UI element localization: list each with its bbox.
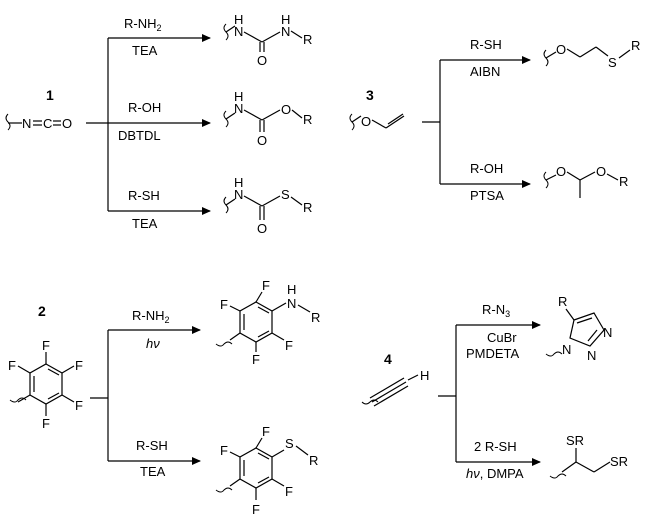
squiggle-bond-icon — [215, 487, 233, 493]
svg-text:F: F — [220, 443, 228, 458]
svg-text:N: N — [603, 325, 612, 340]
reagent-r-oh-3: R-OH — [470, 161, 503, 176]
product-aryl-amine: F F H N R F F — [215, 278, 320, 367]
svg-text:N: N — [234, 101, 243, 116]
svg-text:SR: SR — [610, 454, 628, 469]
svg-text:F: F — [285, 484, 293, 499]
reagent-r-n3: R-N3 — [482, 302, 510, 319]
scheme-3: 3 O R-SH AIBN R-OH PTSA O S R O — [349, 37, 640, 203]
svg-text:R: R — [303, 32, 312, 47]
condition-ptsa: PTSA — [470, 188, 504, 203]
svg-text:R: R — [309, 453, 318, 468]
scheme-1: 1 N C O R-NH2 TEA R-OH DBTDL R-SH TEA H … — [5, 12, 312, 236]
svg-text:R: R — [303, 200, 312, 215]
svg-text:S: S — [281, 187, 290, 202]
svg-text:R: R — [619, 174, 628, 189]
svg-text:N: N — [234, 24, 243, 39]
svg-text:H: H — [287, 282, 296, 297]
svg-text:N: N — [287, 296, 296, 311]
svg-text:O: O — [281, 102, 291, 117]
svg-text:O: O — [257, 221, 267, 236]
atom-o: O — [361, 114, 371, 129]
compound-number-2: 2 — [38, 303, 46, 319]
compound-number-3: 3 — [366, 87, 374, 103]
condition-aibn: AIBN — [470, 64, 500, 79]
svg-text:F: F — [220, 297, 228, 312]
svg-text:R: R — [303, 112, 312, 127]
product-thioether: O S R — [543, 38, 640, 70]
svg-text:F: F — [262, 424, 270, 439]
condition-tea-3: TEA — [140, 464, 166, 479]
svg-text:N: N — [562, 342, 571, 357]
reagent-r-sh-1: R-SH — [128, 188, 160, 203]
svg-text:R: R — [558, 294, 567, 309]
svg-text:O: O — [257, 133, 267, 148]
svg-text:SR: SR — [566, 433, 584, 448]
atom-c: C — [43, 116, 52, 131]
svg-text:H: H — [281, 12, 290, 27]
svg-text:R: R — [311, 310, 320, 325]
product-triazole: R N N N — [545, 294, 612, 363]
condition-hv-dmpa: hν, DMPA — [466, 466, 524, 481]
reagent-2-r-sh: 2 R-SH — [474, 439, 517, 454]
squiggle-bond-icon — [5, 113, 11, 131]
svg-text:O: O — [596, 164, 606, 179]
reagent-r-sh-2: R-SH — [136, 438, 168, 453]
product-urea: H N O H N R — [223, 12, 312, 68]
svg-text:H: H — [234, 12, 243, 27]
svg-text:F: F — [262, 278, 270, 293]
svg-text:F: F — [75, 358, 83, 373]
svg-text:F: F — [42, 338, 50, 353]
reagent-r-nh2-2: R-NH2 — [132, 308, 170, 325]
compound-number-4: 4 — [384, 351, 392, 367]
condition-dbtdl: DBTDL — [118, 128, 161, 143]
condition-cubr: CuBr — [487, 330, 517, 345]
reagent-r-sh-3: R-SH — [470, 37, 502, 52]
svg-text:N: N — [234, 187, 243, 202]
product-thiocarbamate: H N O S R — [223, 175, 312, 236]
pentafluorophenyl-ring: F F F F F — [8, 338, 83, 431]
reagent-r-oh-1: R-OH — [128, 100, 161, 115]
scheme-4: 4 H R-N3 CuBr PMDETA 2 R-SH hν, DMPA R N… — [361, 294, 628, 481]
atom-o: O — [62, 116, 72, 131]
squiggle-bond-icon — [9, 397, 27, 403]
svg-text:F: F — [42, 416, 50, 431]
svg-text:H: H — [234, 175, 243, 190]
svg-text:F: F — [252, 352, 260, 367]
product-dithioether: SR SR — [549, 433, 628, 479]
svg-text:F: F — [285, 338, 293, 353]
scheme-2: 2 F F F F F R-NH2 hν R-SH TEA — [8, 278, 320, 517]
condition-pmdeta: PMDETA — [466, 346, 520, 361]
product-carbamate: H N O O R — [223, 89, 312, 148]
reagent-r-nh2: R-NH2 — [124, 16, 162, 33]
condition-hv-2: hν — [146, 336, 160, 351]
squiggle-bond-icon — [549, 473, 567, 479]
svg-text:O: O — [556, 164, 566, 179]
svg-text:S: S — [285, 436, 294, 451]
svg-text:S: S — [608, 55, 617, 70]
squiggle-bond-icon — [361, 399, 379, 405]
svg-text:O: O — [257, 53, 267, 68]
svg-text:F: F — [252, 502, 260, 517]
svg-text:F: F — [8, 358, 16, 373]
squiggle-bond-icon — [545, 351, 563, 357]
svg-text:N: N — [281, 24, 290, 39]
compound-number-1: 1 — [46, 87, 54, 103]
svg-text:O: O — [556, 42, 566, 57]
product-acetal: O O R — [543, 164, 628, 198]
atom-n: N — [22, 116, 31, 131]
atom-h: H — [420, 368, 429, 383]
svg-text:N: N — [587, 348, 596, 363]
condition-tea-2: TEA — [132, 216, 158, 231]
squiggle-bond-icon — [215, 341, 233, 347]
svg-text:F: F — [75, 398, 83, 413]
svg-text:H: H — [234, 89, 243, 104]
product-aryl-thioether: F F S R F F — [215, 424, 318, 517]
condition-tea-1: TEA — [132, 43, 158, 58]
svg-text:R: R — [631, 38, 640, 53]
